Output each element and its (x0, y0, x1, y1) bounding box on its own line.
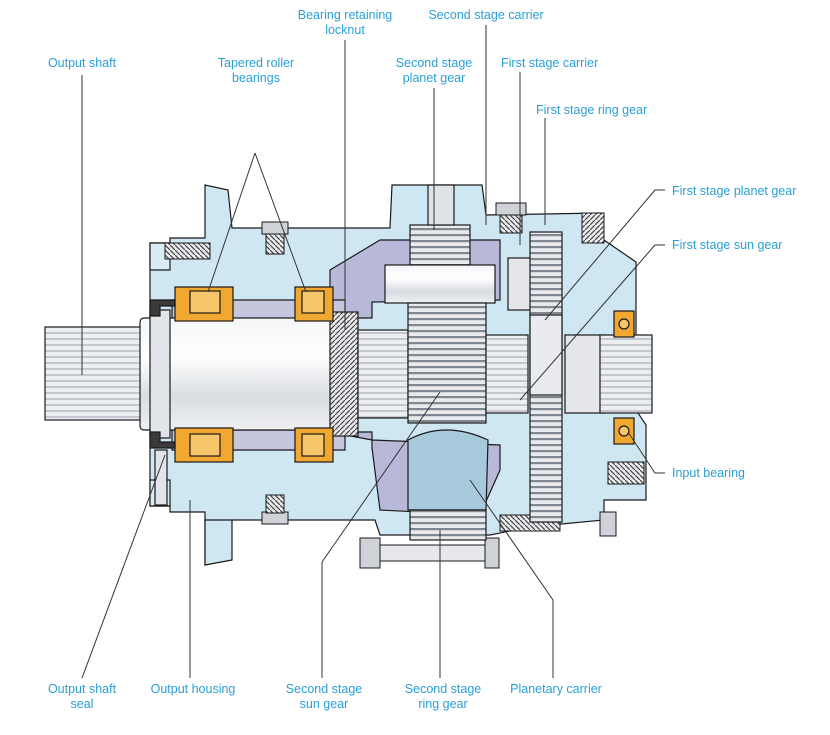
label-first-stage-planet-gear: First stage planet gear (672, 184, 797, 198)
first-stage-gears (485, 231, 606, 523)
label-tapered-roller-bearings-line2: bearings (232, 71, 280, 85)
housing-bolts (164, 202, 645, 569)
leader-lines (81, 25, 665, 679)
label-second-stage-ring-gear-line2: ring gear (418, 697, 468, 711)
label-bearing-retaining-locknut-line1: Bearing retaining (297, 8, 393, 22)
label-tapered-roller-bearings: Tapered roller bearings (218, 56, 294, 86)
input-shaft-and-bearing (599, 310, 653, 445)
output-shaft (44, 309, 409, 439)
label-output-shaft-seal: Output shaft seal (48, 682, 116, 712)
label-second-stage-sun-gear: Second stage sun gear (286, 682, 362, 712)
label-output-shaft-seal-line1: Output shaft (47, 682, 117, 696)
label-second-stage-carrier: Second stage carrier (428, 8, 544, 22)
label-output-housing: Output housing (150, 682, 236, 696)
label-first-stage-ring-gear: First stage ring gear (536, 103, 648, 117)
output-shaft-seal (149, 299, 176, 506)
second-stage-gears (384, 184, 496, 541)
label-input-bearing: Input bearing (672, 466, 745, 480)
tapered-roller-bearings (174, 286, 334, 463)
label-output-shaft: Output shaft (47, 56, 117, 70)
label-second-stage-ring-gear-line1: Second stage (404, 682, 482, 696)
label-tapered-roller-bearings-line1: Tapered roller (217, 56, 295, 70)
label-second-stage-ring-gear: Second stage ring gear (405, 682, 481, 712)
label-second-stage-planet-gear: Second stage planet gear (396, 56, 472, 86)
label-planetary-carrier: Planetary carrier (510, 682, 602, 696)
label-second-stage-sun-gear-line2: sun gear (299, 697, 349, 711)
label-second-stage-planet-gear-line1: Second stage (395, 56, 473, 70)
label-second-stage-planet-gear-line2: planet gear (402, 71, 466, 85)
label-second-stage-sun-gear-line1: Second stage (285, 682, 363, 696)
label-first-stage-carrier: First stage carrier (501, 56, 599, 70)
label-bearing-retaining-locknut-line2: locknut (325, 23, 365, 37)
label-first-stage-sun-gear: First stage sun gear (672, 238, 783, 252)
label-output-shaft-seal-line2: seal (70, 697, 94, 711)
label-bearing-retaining-locknut: Bearing retaining locknut (298, 8, 393, 38)
